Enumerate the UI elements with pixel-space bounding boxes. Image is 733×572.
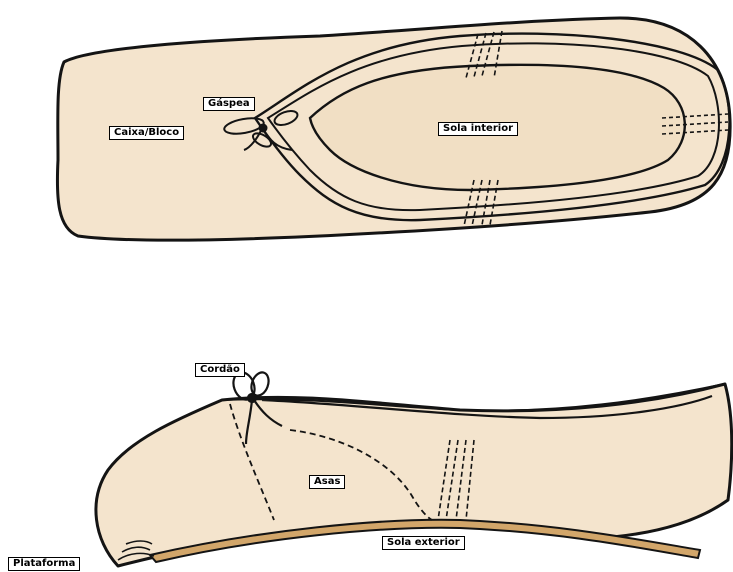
label-insole: Sola interior [438,122,518,136]
label-wings: Asas [309,475,345,489]
label-platform: Plataforma [8,557,80,571]
label-outsole: Sola exterior [382,536,465,550]
label-vamp: Gáspea [203,97,255,111]
label-box-block: Caixa/Bloco [109,126,184,140]
label-drawstring: Cordão [195,363,245,377]
